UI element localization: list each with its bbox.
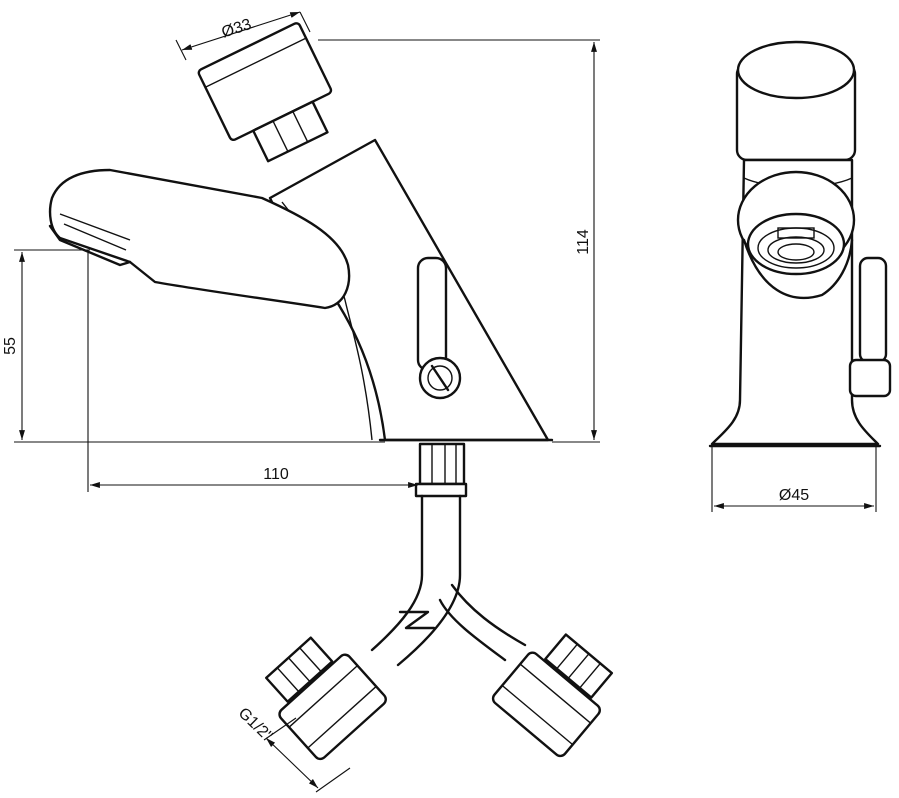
side-view [48,22,614,761]
dim-total-height: 114 [575,229,592,255]
dim-base-diameter: Ø45 [779,487,809,504]
hose-right [438,598,507,662]
fitting-right [491,633,614,758]
spout [48,168,351,310]
front-view [708,40,892,448]
push-button [197,22,333,163]
dim-connection-thread: G1/2" [235,705,276,745]
temperature-lever [416,256,448,372]
dim-spout-height: 55 [2,337,19,355]
spout-outlet [48,224,132,267]
fitting-left [264,636,387,761]
dim-button-diameter: Ø33 [220,16,254,42]
dim-spout-reach: 110 [263,466,289,483]
dimension-lines [14,11,877,793]
hose-left [370,494,424,652]
front-lever [858,256,888,364]
connector-nut [418,442,466,486]
